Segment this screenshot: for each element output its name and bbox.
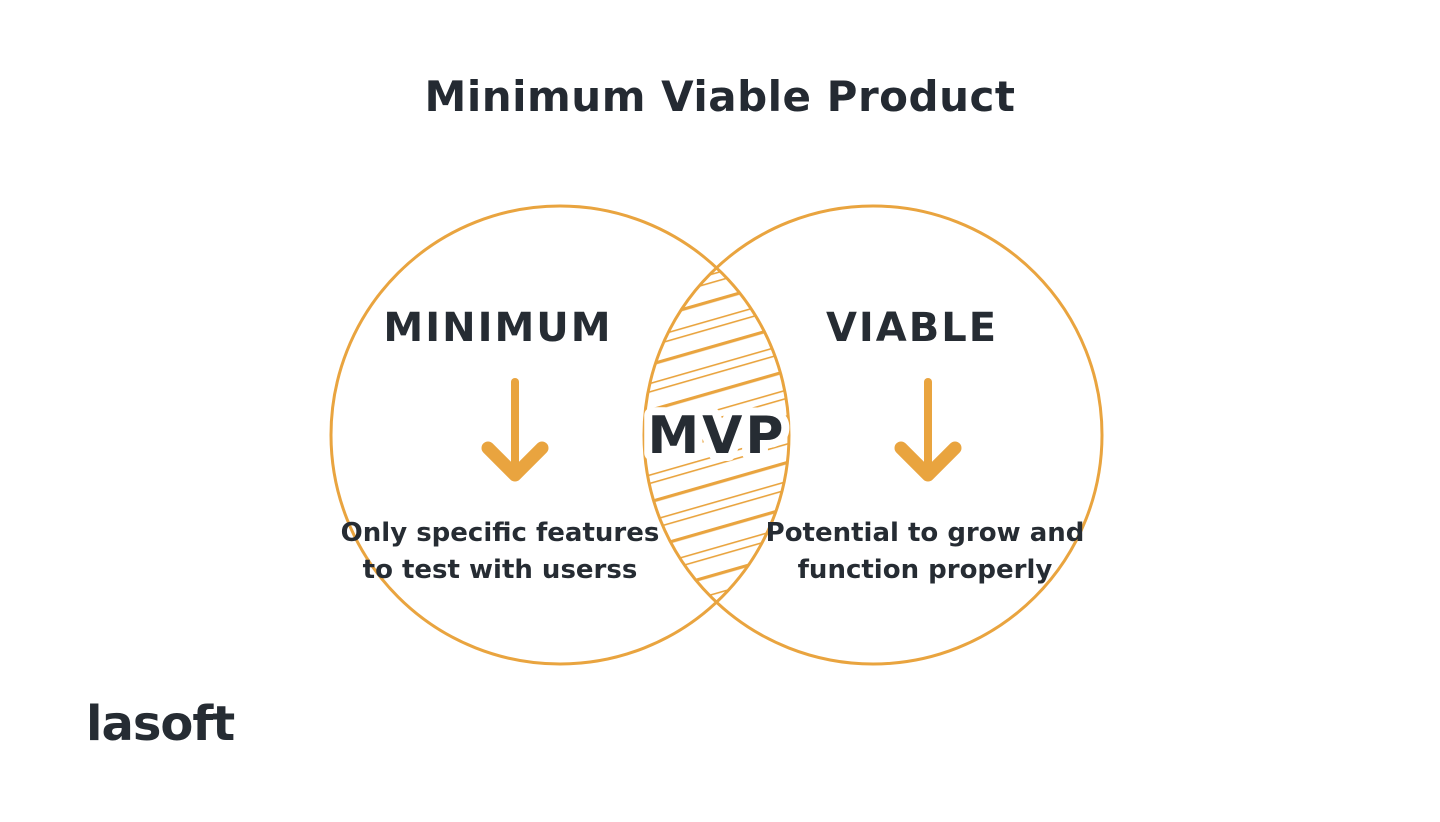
minimum-description-line2: to test with userss — [362, 555, 638, 585]
viable-down-arrow-icon — [894, 378, 962, 482]
viable-description-line2: function properly — [797, 555, 1053, 585]
minimum-circle-description: Only specific features to test with user… — [341, 515, 660, 589]
minimum-circle-label: MINIMUM — [383, 305, 613, 351]
viable-circle-label: VIABLE — [825, 305, 999, 351]
viable-circle-description: Potential to grow and function properly — [766, 515, 1085, 589]
minimum-circle-outline — [329, 204, 791, 666]
lasoft-logo: lasoft — [86, 696, 235, 752]
minimum-description-line1: Only specific features — [340, 518, 660, 548]
mvp-intersection-label: MVP — [647, 406, 786, 466]
page-title: Minimum Viable Product — [424, 72, 1016, 121]
viable-circle-outline — [642, 204, 1104, 666]
minimum-down-arrow-icon — [481, 378, 549, 482]
viable-description-line1: Potential to grow and — [765, 518, 1085, 548]
